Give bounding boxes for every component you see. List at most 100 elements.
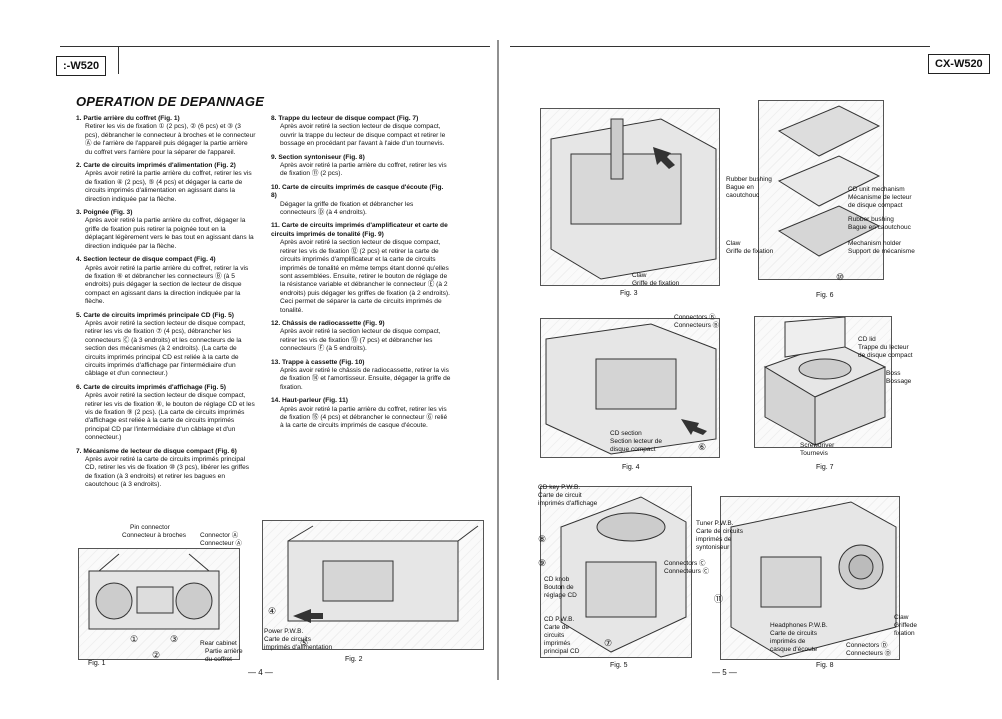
instruction-title: 3. Poignée (Fig. 3) xyxy=(76,209,133,217)
fig5-label-connecteurs-c: Connecteurs Ⓒ xyxy=(664,568,710,575)
fig1-label-rear-cabinet: Rear cabinet xyxy=(200,640,237,647)
figure-3-drawing xyxy=(550,118,717,280)
fig5-label-circuits: circuits xyxy=(544,632,565,639)
instruction-section: 3. Poignée (Fig. 3)Après avoir retiré la… xyxy=(76,209,256,251)
fig6-label-claw: Claw xyxy=(726,240,741,247)
fig8-caption: Fig. 8 xyxy=(816,662,834,669)
page-title: OPERATION DE DEPANNAGE xyxy=(76,94,265,109)
fig6-label-disque-compact: de disque compact xyxy=(848,202,903,209)
fig6-label-cd-unit: CD unit mechanism xyxy=(848,186,905,193)
instruction-title: 8. Trappe du lecteur de disque compact (… xyxy=(271,115,419,122)
instruction-title: 9. Section syntoniseur (Fig. 8) xyxy=(271,153,365,161)
fig5-label-cd-key: CD key P.W.B. xyxy=(538,484,581,491)
model-label-left: :-W520 xyxy=(56,56,107,76)
fig8-label-headphones-pwb: Headphones P.W.B. xyxy=(770,622,828,629)
fig4-label-disque-compact: disque compact xyxy=(610,446,656,453)
fig1-label-connecteur-a: Connecteur Ⓐ xyxy=(200,540,242,547)
instruction-title: 5. Carte de circuits imprimés principale… xyxy=(76,311,234,319)
instruction-title: 11. Carte de circuits imprimés d'amplifi… xyxy=(271,222,448,238)
instruction-body: Après avoir retiré la partie arrière du … xyxy=(280,162,447,178)
instruction-body: Retirer les vis de fixation ① (2 pcs), ②… xyxy=(85,123,256,156)
header-divider xyxy=(118,46,119,74)
fig1-num-1: ① xyxy=(130,634,139,644)
instruction-title: 6. Carte de circuits imprimés d'affichag… xyxy=(76,383,226,391)
instruction-body: Après avoir retiré le châssis de radioca… xyxy=(280,366,451,391)
fig5-label-reglage: réglage CD xyxy=(544,592,577,599)
fig8-label-carte-circuits-2: Carte de circuits xyxy=(770,630,817,637)
fig2-num-5: ⑤ xyxy=(300,638,309,648)
fig6-label-bague-en: Bague en xyxy=(726,184,754,191)
fig2-num-4: ④ xyxy=(268,606,277,616)
fig5-label-connectors-c: Connectors Ⓒ xyxy=(664,560,706,567)
instruction-title: 2. Carte de circuits imprimés d'alimenta… xyxy=(76,162,236,170)
fig1-label-partie-arriere: Partie arrière xyxy=(205,648,243,655)
figure-4 xyxy=(540,318,720,458)
fig8-label-imprimes-de-2: imprimés de xyxy=(770,638,806,645)
fig2-label-alimentation: imprimés d'alimentation xyxy=(264,644,333,651)
fig5-label-cd-pwb: CD P.W.B. xyxy=(544,616,575,623)
fig8-label-fixation: fixation xyxy=(894,630,915,637)
fig8-label-imprimes-de: imprimés de xyxy=(696,536,732,543)
fig1-caption: Fig. 1 xyxy=(88,660,106,667)
fig6-label-bague-2: Bague en caoutchouc xyxy=(848,224,911,231)
figure-1 xyxy=(78,548,240,660)
figure-8 xyxy=(720,496,900,660)
fig5-label-affichage: imprimés d'affichage xyxy=(538,500,598,507)
fig2-label-carte: Carte de circuits xyxy=(264,636,311,643)
page-number-right: — 5 — xyxy=(712,668,737,677)
instruction-body: Après avoir retiré la section lecteur de… xyxy=(280,239,450,314)
figure-8-drawing xyxy=(730,501,897,658)
fig7-label-bossage: Bossage xyxy=(886,378,912,385)
figure-6-drawing xyxy=(777,105,881,257)
fig8-label-carte-circuits: Carte de circuits xyxy=(696,528,743,535)
fig1-num-3: ③ xyxy=(170,634,179,644)
instructions-column-2: 8. Trappe du lecteur de disque compact (… xyxy=(271,115,451,436)
figure-5 xyxy=(540,486,692,658)
fig8-label-claw: Claw xyxy=(894,614,909,621)
fig6-label-rubber-bushing: Rubber bushing xyxy=(726,176,772,183)
fig6-label-mechanism-holder: Mechanism holder xyxy=(848,240,902,247)
instruction-body: Après avoir retiré la carte de circuits … xyxy=(85,456,250,489)
fig8-label-connectors-d: Connectors Ⓓ xyxy=(846,642,888,649)
figure-6 xyxy=(758,100,884,280)
fig5-caption: Fig. 5 xyxy=(610,662,628,669)
instructions-column-1: 1. Partie arrière du coffret (Fig. 1)Ret… xyxy=(76,115,256,495)
fig2-caption: Fig. 2 xyxy=(345,656,363,663)
instruction-body: Après avoir retiré la partie arrière du … xyxy=(85,170,252,203)
instruction-title: 10. Carte de circuits imprimés de casque… xyxy=(271,183,444,200)
instruction-title: 13. Trappe à cassette (Fig. 10) xyxy=(271,358,365,366)
left-page: :-W520 OPERATION DE DEPANNAGE 1. Partie … xyxy=(0,0,500,719)
fig8-label-casque: casque d'écoute xyxy=(770,646,818,653)
instruction-title: 1. Partie arrière du coffret (Fig. 1) xyxy=(76,115,180,122)
fig5-label-imprimes: imprimés xyxy=(544,640,571,647)
instruction-section: 8. Trappe du lecteur de disque compact (… xyxy=(271,115,451,149)
instruction-section: 9. Section syntoniseur (Fig. 8)Après avo… xyxy=(271,154,451,179)
instruction-section: 2. Carte de circuits imprimés d'alimenta… xyxy=(76,162,256,204)
instruction-body: Après avoir retiré la partie arrière du … xyxy=(85,264,249,306)
fig4-label-connectors-b: Connectors Ⓑ xyxy=(674,314,716,321)
fig6-label-mecanisme: Mécanisme de lecteur xyxy=(848,194,912,201)
fig7-label-trappe: Trappe du lecteur xyxy=(858,344,909,351)
fig5-label-bouton: Bouton de xyxy=(544,584,574,591)
figure-5-drawing xyxy=(560,496,687,653)
fig3-label-claw: Claw xyxy=(632,272,647,279)
figure-1-drawing xyxy=(88,553,220,630)
instruction-section: 4. Section lecteur de disque compact (Fi… xyxy=(76,256,256,306)
right-page: CX-W520 Claw Griffe de fixation Fig. 3 R… xyxy=(500,0,1002,719)
instruction-section: 1. Partie arrière du coffret (Fig. 1)Ret… xyxy=(76,115,256,157)
instruction-section: 6. Carte de circuits imprimés d'affichag… xyxy=(76,384,256,443)
page-gutter xyxy=(497,40,499,680)
fig5-label-carte-circuit: Carte de circuit xyxy=(538,492,582,499)
fig4-num-6: ⑥ xyxy=(698,442,707,452)
fig8-label-griffede: Griffede xyxy=(894,622,918,629)
fig7-label-disque: de disque compact xyxy=(858,352,913,359)
instruction-section: 12. Châssis de radiocassette (Fig. 9)Apr… xyxy=(271,320,451,354)
figure-4-drawing xyxy=(545,323,717,455)
fig5-num-7: ⑦ xyxy=(604,638,613,648)
fig6-label-support: Support de mécanisme xyxy=(848,248,915,255)
fig5-label-carte-de: Carte de xyxy=(544,624,569,631)
figure-3 xyxy=(540,108,720,286)
instruction-body: Après avoir retiré la section lecteur de… xyxy=(280,123,446,148)
fig5-num-9: ⑨ xyxy=(538,558,547,568)
instruction-body: Après avoir retiré la section lecteur de… xyxy=(85,392,255,442)
